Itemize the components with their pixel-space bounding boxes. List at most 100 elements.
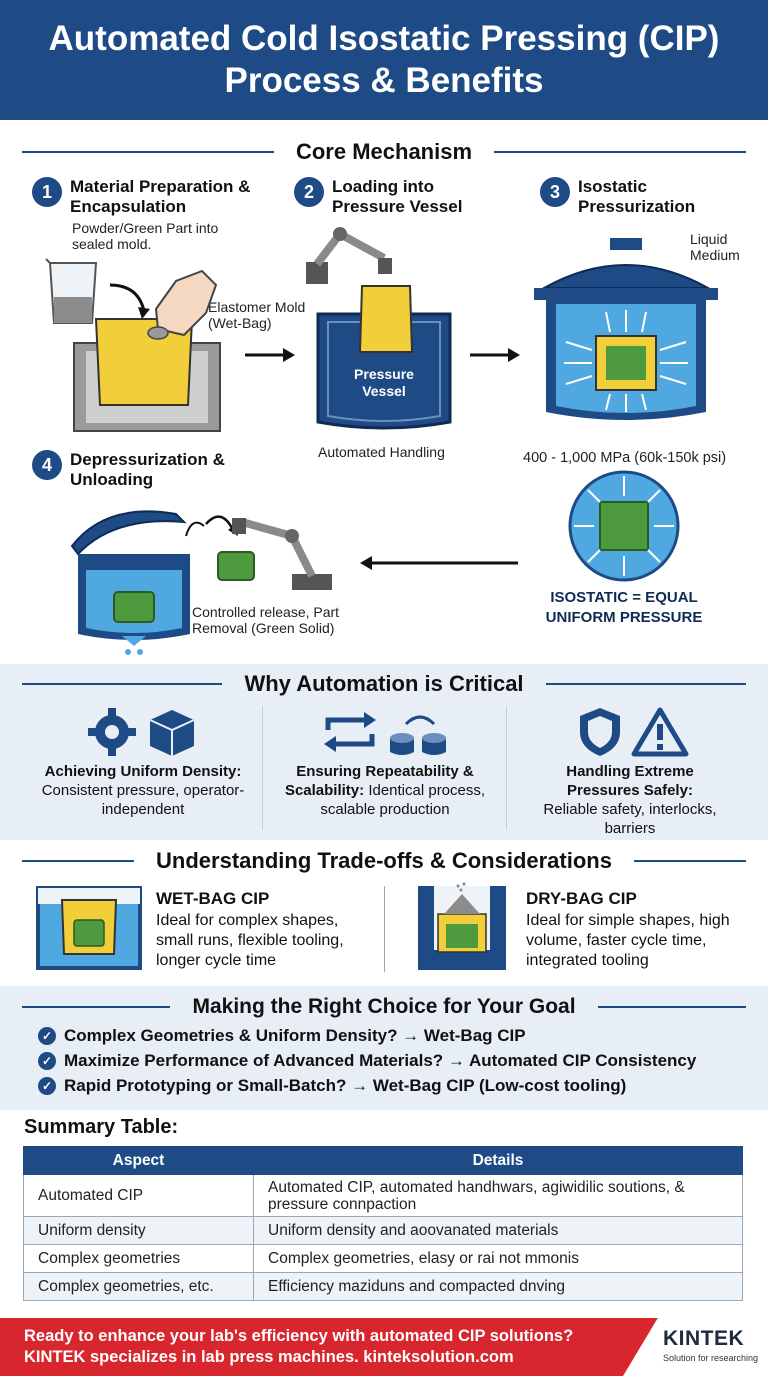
footer-line-1: Ready to enhance your lab's efficiency w…	[24, 1327, 574, 1345]
liquid-medium-label: Liquid Medium	[690, 231, 740, 263]
check-icon: ✓	[38, 1077, 56, 1095]
wet-bag-title: WET-BAG CIP	[156, 889, 270, 908]
gear-icon	[88, 708, 136, 756]
step-1-illustration	[45, 258, 221, 432]
table-cell: Uniform density	[23, 1216, 254, 1245]
wet-bag-desc: Ideal for complex shapes, small runs, fl…	[156, 912, 344, 969]
choice-item-text: Complex Geometries & Uniform Density? → …	[64, 1026, 526, 1045]
check-icon: ✓	[38, 1052, 56, 1070]
choice-item: ✓ Complex Geometries & Uniform Density? …	[38, 1024, 526, 1048]
beaker-icon	[45, 258, 98, 324]
pressure-vessel-icon	[316, 312, 452, 430]
automation-title: Why Automation is Critical	[244, 671, 524, 696]
elastomer-mold-label: Elastomer Mold (Wet-Bag)	[208, 299, 306, 331]
table-cell: Complex geometries, etc.	[23, 1272, 254, 1301]
automation-item-2-title: Ensuring Repeatability & Scalability:	[284, 763, 474, 799]
step-3-heading: 3 Isostatic Pressurization	[540, 177, 740, 217]
choice-item: ✓ Maximize Performance of Advanced Mater…	[38, 1049, 696, 1073]
automation-icons-1	[88, 708, 195, 756]
cube-icon	[149, 710, 195, 756]
page-title: Automated Cold Isostatic Pressing (CIP) …	[48, 19, 720, 100]
table-cell: Uniform density and aoovanated materials	[253, 1216, 743, 1245]
step-4-heading: 4 Depressurization & Unloading	[32, 450, 252, 490]
automation-item-3: Handling Extreme Pressures Safely: Relia…	[530, 762, 730, 838]
automation-heading: Why Automation is Critical	[0, 670, 768, 698]
step-4-illustration	[70, 510, 332, 655]
choice-title: Making the Right Choice for Your Goal	[192, 995, 576, 1018]
step-2-title: Loading into Pressure Vessel	[332, 177, 463, 216]
divider	[384, 886, 385, 972]
divider	[22, 860, 135, 862]
step-3-title: Isostatic Pressurization	[578, 177, 696, 216]
step-4-caption: Controlled release, Part Removal (Green …	[192, 604, 340, 636]
isostatic-caption: ISOSTATIC = EQUAL UNIFORM PRESSURE	[545, 589, 703, 626]
automation-icons-2	[324, 712, 446, 755]
choice-item: ✓ Rapid Prototyping or Small-Batch? → We…	[38, 1074, 626, 1098]
automation-item-3-desc: Reliable safety, interlocks, barriers	[543, 801, 717, 837]
step-3-illustration	[534, 238, 718, 420]
divider	[22, 1006, 171, 1008]
divider	[22, 683, 223, 685]
table-row: Complex geometries, etc. Efficiency mazi…	[23, 1272, 743, 1301]
automated-handling-caption: Automated Handling	[318, 444, 445, 460]
cylinders-icon	[390, 715, 446, 755]
summary-table: Aspect Details Automated CIP Automated C…	[23, 1146, 743, 1301]
table-cell: Automated CIP	[23, 1174, 254, 1217]
pressure-arrows-icon	[564, 310, 688, 412]
summary-title: Summary Table:	[24, 1116, 179, 1138]
step-2-heading: 2 Loading into Pressure Vessel	[294, 177, 494, 217]
step-number-4: 4	[32, 450, 62, 480]
step-number-1: 1	[32, 177, 62, 207]
table-cell: Efficiency maziduns and compacted dnving	[253, 1272, 743, 1301]
divider	[262, 706, 263, 830]
divider	[545, 683, 746, 685]
table-cell: Complex geometries	[23, 1244, 254, 1273]
arrow-right-icon	[245, 348, 295, 362]
arrow-right-icon	[470, 348, 520, 362]
table-header: Details	[253, 1146, 743, 1175]
dry-bag-title: DRY-BAG CIP	[526, 889, 637, 908]
uniform-pressure-icon	[568, 470, 680, 582]
page-header: Automated Cold Isostatic Pressing (CIP) …	[0, 0, 768, 120]
automation-icons-3	[580, 707, 689, 757]
divider	[633, 860, 746, 862]
automation-item-1: Achieving Uniform Density: Consistent pr…	[30, 762, 256, 819]
automation-item-1-title: Achieving Uniform Density:	[44, 763, 242, 780]
step-1-heading: 1 Material Preparation & Encapsulation	[32, 177, 272, 217]
repeat-icon	[325, 717, 375, 747]
footer-banner: Ready to enhance your lab's efficiency w…	[0, 1318, 768, 1376]
table-row: Uniform density Uniform density and aoov…	[23, 1216, 743, 1245]
kintek-logo: KINTEK Solution for researching	[623, 1318, 768, 1376]
dry-bag-icon	[418, 882, 506, 970]
shield-icon	[580, 708, 620, 756]
curved-arrow-icon	[109, 283, 146, 312]
table-cell: Automated CIP, automated handhwars, agiw…	[253, 1174, 743, 1217]
table-cell: Complex geometries, elasy or rai not mmo…	[253, 1244, 743, 1273]
choice-heading: Making the Right Choice for Your Goal	[0, 992, 768, 1022]
automation-item-2-desc: Identical process, scalable production	[320, 782, 486, 818]
logo-text: KINTEK	[663, 1327, 745, 1350]
tradeoffs-heading: Understanding Trade-offs & Consideration…	[0, 846, 768, 876]
choice-item-text: Rapid Prototyping or Small-Batch? → Wet-…	[64, 1076, 627, 1095]
divider	[506, 706, 507, 830]
automation-item-3-title: Handling Extreme Pressures Safely:	[566, 763, 694, 799]
step-1-title: Material Preparation & Encapsulation	[70, 177, 251, 216]
automation-item-2: Ensuring Repeatability & Scalability: Id…	[278, 762, 492, 819]
core-mechanism-heading: Core Mechanism	[0, 138, 768, 166]
dry-bag-text: DRY-BAG CIP Ideal for simple shapes, hig…	[526, 889, 746, 971]
logo-tagline: Solution for researching	[663, 1353, 759, 1363]
core-mechanism-title: Core Mechanism	[295, 139, 473, 164]
step-1-description: Powder/Green Part into sealed mold.	[72, 220, 219, 252]
footer-line-2[interactable]: KINTEK specializes in lab press machines…	[24, 1348, 514, 1366]
choice-item-text: Maximize Performance of Advanced Materia…	[64, 1051, 697, 1070]
robot-arm-icon	[232, 518, 332, 590]
arrow-left-icon	[360, 556, 518, 570]
table-header-row: Aspect Details	[23, 1146, 743, 1175]
divider	[597, 1006, 747, 1008]
divider	[22, 151, 274, 153]
tradeoffs-title: Understanding Trade-offs & Consideration…	[156, 848, 612, 873]
wet-bag-icon	[36, 886, 142, 970]
robot-arm-icon	[306, 227, 392, 284]
table-header: Aspect	[23, 1146, 254, 1175]
